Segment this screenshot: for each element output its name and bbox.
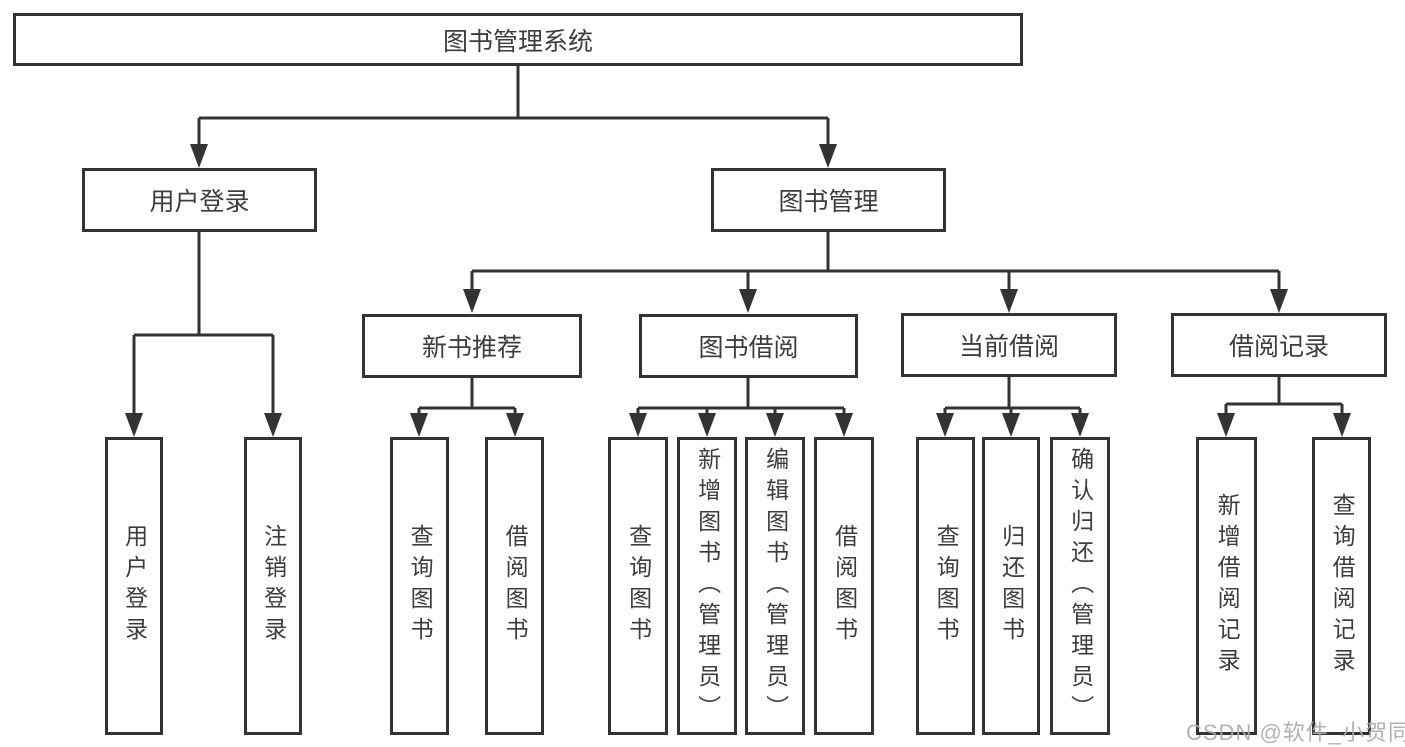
connector-book-mgmt-to-children (470, 232, 1281, 291)
leaf-user-login: 用户登录 (105, 437, 163, 735)
connector-borrow-records-to-children (1224, 377, 1344, 416)
node-book-management: 图书管理 (711, 168, 946, 232)
node-root: 图书管理系统 (13, 13, 1023, 66)
node-user-login-label: 用户登录 (149, 188, 250, 216)
leaf-borrow-borrow-book: 借阅图书 (814, 437, 874, 735)
node-new-book-recommend-label: 新书推荐 (421, 334, 522, 362)
leaf-current-return-book-label: 归还图书 (998, 524, 1025, 648)
leaf-newrec-borrow-book: 借阅图书 (485, 437, 544, 735)
csdn-watermark: CSDN @软件_小贺同学 (1186, 720, 1405, 745)
leaf-borrow-edit-book-admin: 编辑图书（管理员） (745, 437, 805, 735)
leaf-current-query-book: 查询图书 (916, 437, 975, 735)
leaf-newrec-borrow-book-label: 借阅图书 (502, 524, 529, 648)
leaf-current-query-book-label: 查询图书 (933, 524, 960, 648)
leaf-newrec-query-book: 查询图书 (390, 437, 449, 735)
leaf-borrow-borrow-book-label: 借阅图书 (831, 524, 858, 648)
node-book-borrowing: 图书借阅 (639, 314, 858, 378)
leaf-current-confirm-return-admin-label: 确认归还（管理员） (1067, 446, 1094, 726)
leaf-borrow-add-book-admin-label: 新增图书（管理员） (694, 446, 721, 726)
leaf-records-query-record-label: 查询借阅记录 (1329, 493, 1356, 679)
node-new-book-recommend: 新书推荐 (362, 314, 582, 378)
leaf-newrec-query-book-label: 查询图书 (407, 524, 434, 648)
leaf-current-return-book: 归还图书 (982, 437, 1040, 735)
node-book-borrowing-label: 图书借阅 (698, 334, 799, 362)
node-root-label: 图书管理系统 (442, 27, 593, 56)
connector-root-to-level1 (197, 66, 830, 146)
leaf-user-login-label: 用户登录 (121, 524, 148, 648)
leaf-records-query-record: 查询借阅记录 (1312, 437, 1371, 735)
connector-current-borrow-to-children (943, 377, 1082, 416)
leaf-borrow-edit-book-admin-label: 编辑图书（管理员） (762, 446, 789, 726)
leaf-current-confirm-return-admin: 确认归还（管理员） (1050, 437, 1110, 735)
leaf-records-add-record-label: 新增借阅记录 (1214, 493, 1241, 679)
node-current-borrowing: 当前借阅 (901, 313, 1117, 377)
connector-user-login-to-children (132, 232, 275, 415)
node-borrowing-records-label: 借阅记录 (1228, 333, 1329, 361)
leaf-records-add-record: 新增借阅记录 (1196, 437, 1257, 735)
connector-book-borrow-to-children (636, 378, 846, 416)
leaf-borrow-query-book: 查询图书 (608, 437, 668, 735)
connector-new-book-to-children (417, 378, 517, 416)
node-borrowing-records: 借阅记录 (1171, 313, 1387, 377)
leaf-borrow-query-book-label: 查询图书 (625, 524, 652, 648)
leaf-logout-login-label: 注销登录 (260, 524, 287, 648)
leaf-borrow-add-book-admin: 新增图书（管理员） (677, 437, 737, 735)
node-current-borrowing-label: 当前借阅 (958, 333, 1059, 361)
node-user-login: 用户登录 (82, 168, 317, 232)
node-book-management-label: 图书管理 (778, 188, 879, 216)
leaf-logout-login: 注销登录 (244, 437, 302, 735)
